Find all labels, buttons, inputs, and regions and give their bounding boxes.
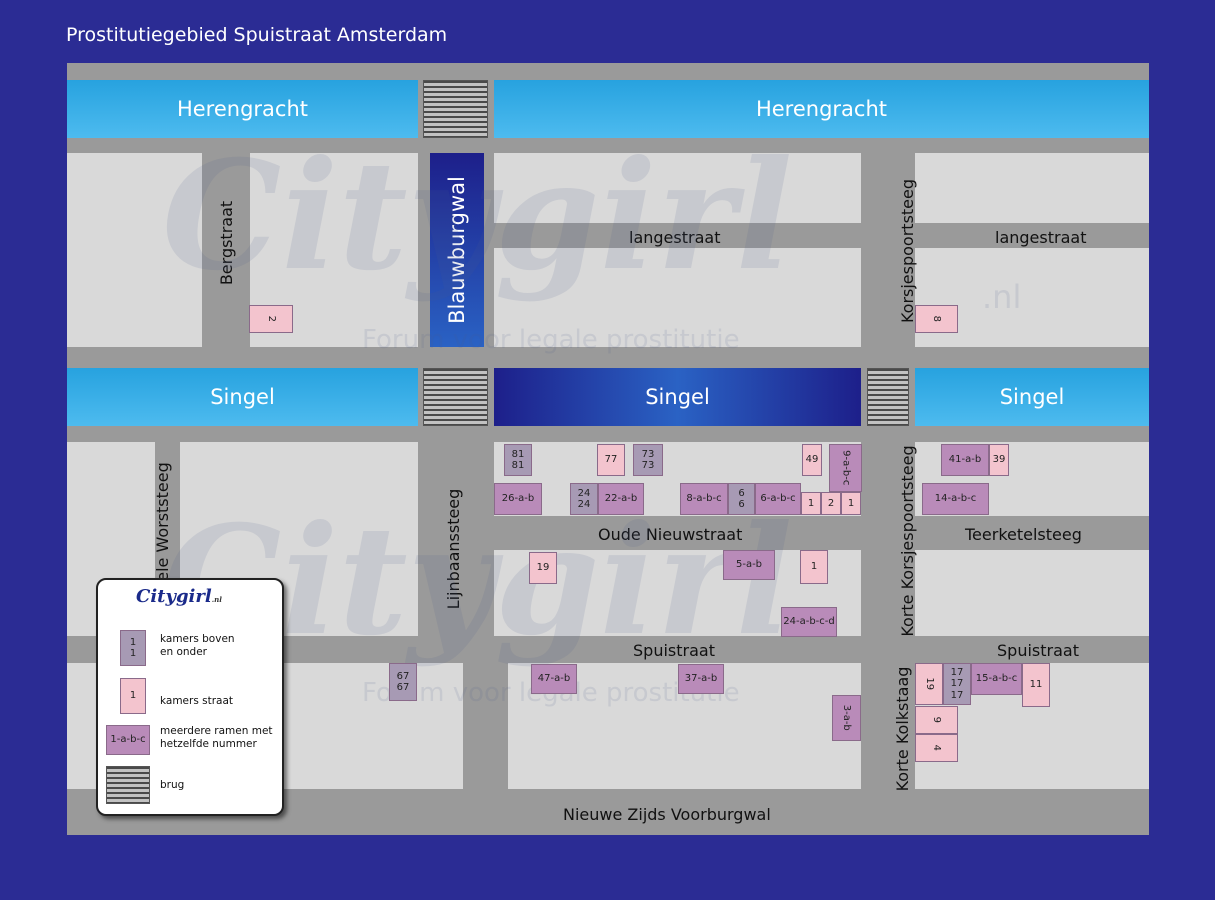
building-window[interactable]: 1 — [841, 492, 861, 515]
building-window[interactable]: 24 24 — [570, 483, 598, 515]
city-block — [494, 248, 861, 347]
city-block — [494, 153, 861, 223]
building-window[interactable]: 8 — [915, 305, 958, 333]
building-window[interactable]: 17 17 17 — [943, 663, 971, 705]
street-korte-korsjespoortsteeg: Korte Korsjespoortsteeg — [898, 445, 917, 637]
canal-singel-middle: Singel — [494, 368, 861, 426]
bridge-icon — [106, 766, 150, 804]
street-langestraat-right: langestraat — [995, 228, 1087, 247]
building-window[interactable]: 19 — [529, 552, 557, 584]
canal-singel-right: Singel — [915, 368, 1149, 426]
building-window[interactable]: 5-a-b — [723, 550, 775, 580]
canal-herengracht-left: Herengracht — [67, 80, 418, 138]
street-langestraat-mid: langestraat — [629, 228, 721, 247]
building-window[interactable]: 19 — [915, 663, 943, 705]
building-window[interactable]: 81 81 — [504, 444, 532, 476]
street-korte-kolksteeg: Korte Kolkstaag — [893, 666, 912, 792]
building-window[interactable]: 6 6 — [728, 483, 755, 515]
building-window[interactable]: 37-a-b — [678, 664, 724, 694]
building-window[interactable]: 8-a-b-c — [680, 483, 728, 515]
legend-label-boven-onder: kamers boven en onder — [160, 633, 235, 659]
city-block — [67, 153, 202, 347]
watermark-tagline: Forum voor legale prostitutie — [362, 325, 740, 355]
building-window[interactable]: 47-a-b — [531, 664, 577, 694]
building-window[interactable]: 26-a-b — [494, 483, 542, 515]
street-teerketelsteeg: Teerketelsteeg — [965, 525, 1082, 544]
building-window[interactable]: 49 — [802, 444, 822, 476]
building-window[interactable]: 15-a-b-c — [971, 663, 1022, 695]
legend-swatch-meerdere: 1-a-b-c — [106, 725, 150, 755]
building-window[interactable]: 3-a-b — [832, 695, 861, 741]
street-nieuwe-zijds-voorburgwal: Nieuwe Zijds Voorburgwal — [563, 805, 771, 824]
canal-singel-left: Singel — [67, 368, 418, 426]
building-window[interactable]: 6-a-b-c — [755, 483, 801, 515]
citygirl-logo: Citygirl.nl — [136, 586, 222, 607]
canal-blauwburgwal: Blauwburgwal — [430, 153, 484, 347]
city-block — [915, 153, 1149, 223]
watermark-tld: .nl — [982, 278, 1022, 316]
building-window[interactable]: 14-a-b-c — [922, 483, 989, 515]
street-spuistraat-right: Spuistraat — [997, 641, 1079, 660]
building-window[interactable]: 9 — [915, 706, 958, 734]
legend-label-meerdere: meerdere ramen met hetzelfde nummer — [160, 725, 273, 751]
building-window[interactable]: 39 — [989, 444, 1009, 476]
building-window[interactable]: 1 — [800, 550, 828, 584]
legend-label-straat: kamers straat — [160, 695, 234, 707]
map-legend: Citygirl.nl 1 1 kamers boven en onder 1 … — [96, 578, 284, 816]
street-oude-nieuwstraat: Oude Nieuwstraat — [598, 525, 743, 544]
building-window[interactable]: 73 73 — [633, 444, 663, 476]
legend-label-brug: brug — [160, 779, 185, 791]
building-window[interactable]: 67 67 — [389, 663, 417, 701]
bridge-icon — [423, 368, 488, 426]
building-window[interactable]: 2 — [821, 492, 841, 515]
building-window[interactable]: 4 — [915, 734, 958, 762]
bridge-icon — [867, 368, 909, 426]
building-window[interactable]: 2 — [249, 305, 293, 333]
city-block — [915, 550, 1149, 636]
map-title: Prostitutiegebied Spuistraat Amsterdam — [66, 24, 448, 46]
street-spuistraat-mid: Spuistraat — [633, 641, 715, 660]
legend-swatch-straat: 1 — [120, 678, 146, 714]
legend-swatch-boven-onder: 1 1 — [120, 630, 146, 666]
building-window[interactable]: 22-a-b — [598, 483, 644, 515]
building-window[interactable]: 41-a-b — [941, 444, 989, 476]
canal-herengracht-right: Herengracht — [494, 80, 1149, 138]
bridge-icon — [423, 80, 488, 138]
building-window[interactable]: 77 — [597, 444, 625, 476]
building-window[interactable]: 24-a-b-c-d — [781, 607, 837, 637]
watermark-brand: Citygirl — [162, 128, 793, 304]
building-window[interactable]: 1 — [801, 492, 821, 515]
building-window[interactable]: 9-a-b-c — [829, 444, 862, 492]
building-window[interactable]: 11 — [1022, 663, 1050, 707]
